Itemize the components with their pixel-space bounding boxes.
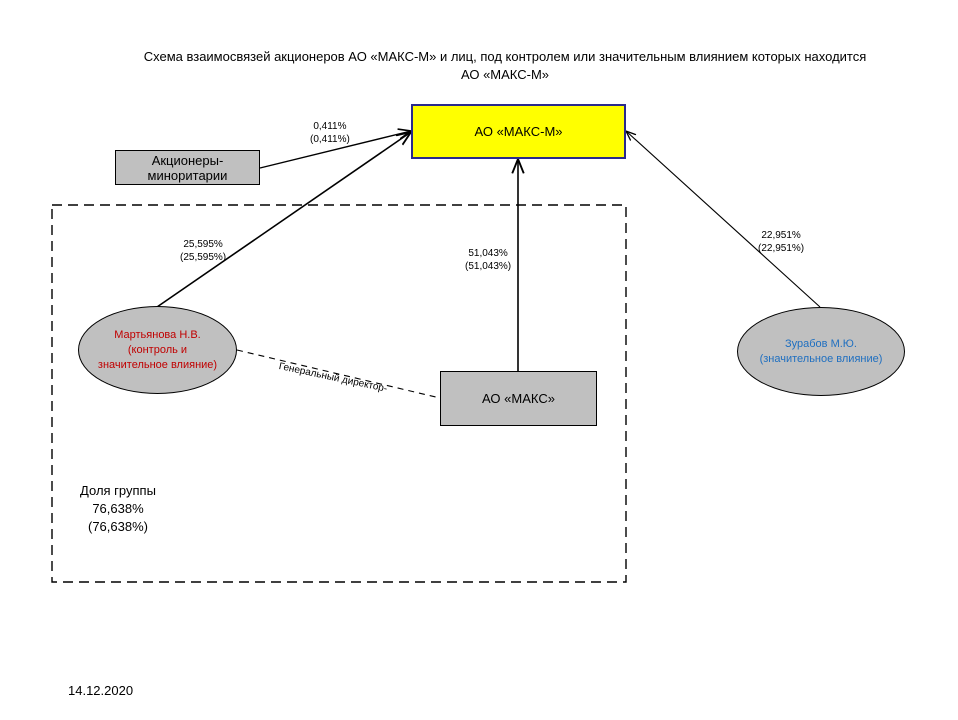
node-maks: АО «МАКС» (440, 371, 597, 426)
general-director-link (236, 349, 441, 399)
arrow-zurabov-to-maks-m (626, 131, 821, 308)
node-zurabov-line2: (значительное влияние) (759, 352, 883, 365)
edge-label-zurabov-line1: 22,951% (761, 230, 801, 241)
edge-label-minorities-line2: (0,411%) (310, 134, 350, 145)
edge-label-martyanova-line2: (25,595%) (180, 252, 227, 263)
node-martyanova: Мартьянова Н.В. (контроль и значительное… (78, 306, 237, 394)
node-martyanova-line3: значительное влияние) (97, 358, 218, 371)
edge-label-zurabov-line2: (22,951%) (758, 243, 805, 254)
node-maks-m-label: АО «МАКС-М» (474, 124, 563, 139)
edge-label-maks-line1: 51,043% (468, 248, 508, 259)
arrow-martyanova-to-maks-m (156, 132, 411, 308)
edge-label-minorities-line1: 0,411% (313, 121, 347, 132)
node-minorities-line1: Акционеры- (151, 152, 224, 168)
edge-label-maks: 51,043% (51,043%) (465, 247, 511, 273)
group-share-value: 76,638% (92, 501, 144, 516)
edge-label-minorities: 0,411% (0,411%) (310, 120, 350, 146)
node-minorities: Акционеры- миноритарии (115, 150, 260, 185)
node-maks-m: АО «МАКС-М» (411, 104, 626, 159)
edge-label-maks-line2: (51,043%) (465, 261, 512, 272)
group-share: Доля группы 76,638% (76,638%) (68, 482, 168, 536)
edge-label-martyanova-line1: 25,595% (183, 239, 223, 250)
edge-label-zurabov: 22,951% (22,951%) (758, 229, 804, 255)
group-share-value-paren: (76,638%) (88, 519, 148, 534)
diagram-title: Схема взаимосвязей акционеров АО «МАКС-М… (100, 48, 910, 84)
node-martyanova-line2: (контроль и (127, 343, 188, 356)
node-martyanova-line1: Мартьянова Н.В. (114, 328, 201, 341)
node-zurabov-line1: Зурабов М.Ю. (785, 337, 857, 350)
diagram-date: 14.12.2020 (68, 683, 134, 698)
arrow-minorities-to-maks-m (259, 131, 411, 169)
group-frame (51, 204, 627, 583)
node-maks-label: АО «МАКС» (482, 391, 555, 406)
group-share-label: Доля группы (80, 483, 156, 498)
diagram-title-line1: Схема взаимосвязей акционеров АО «МАКС-М… (143, 49, 867, 64)
edge-label-martyanova: 25,595% (25,595%) (180, 238, 226, 264)
diagram-title-line2: АО «МАКС-М» (460, 67, 550, 82)
node-zurabov: Зурабов М.Ю. (значительное влияние) (737, 307, 905, 396)
node-minorities-line2: миноритарии (147, 167, 228, 183)
